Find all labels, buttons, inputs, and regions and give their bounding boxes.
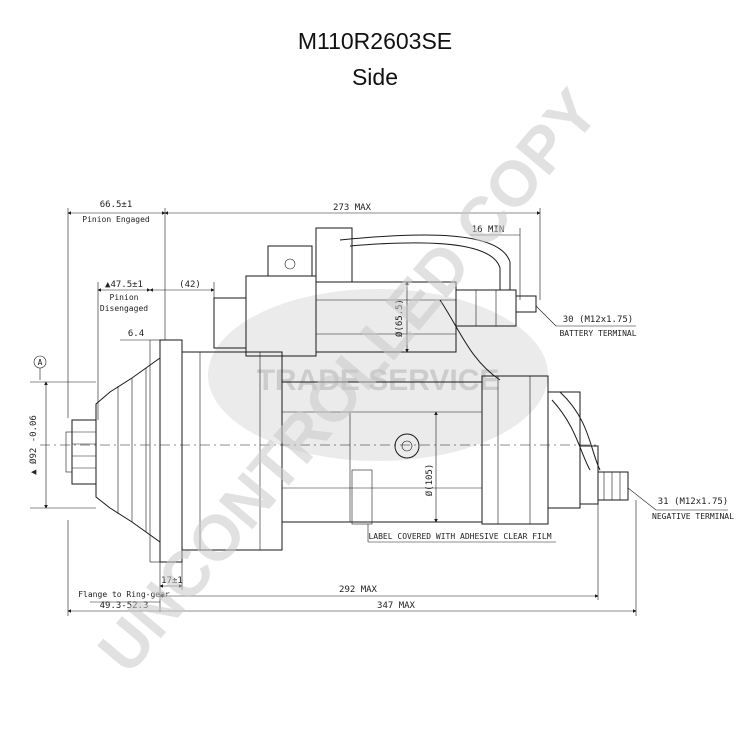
watermark-logo-text: TRADE SERVICE: [257, 364, 500, 397]
solenoid: [213, 227, 601, 471]
dimension-lines: [30, 208, 728, 616]
motor-body: [40, 339, 629, 563]
pinion-engaged-value: 66.5±1: [100, 200, 133, 210]
pinion-disengaged-label-2: Disengaged: [100, 304, 148, 313]
dia-65-5-label: Ø(65.5): [394, 299, 405, 337]
negative-terminal-label: NEGATIVE TERMINAL: [652, 512, 734, 521]
datum-a-label: A: [38, 358, 43, 367]
negative-terminal-value: 31 (M12x1.75): [658, 497, 728, 507]
max-292-label: 292 MAX: [339, 585, 378, 595]
dia-92-label: ▲ Ø92 -0.06: [28, 415, 39, 475]
ref-42-label: (42): [179, 280, 201, 290]
pinion-engaged-label: Pinion Engaged: [82, 215, 150, 224]
battery-terminal-value: 30 (M12x1.75): [563, 315, 633, 325]
pinion-disengaged-value: ▲47.5±1: [105, 280, 143, 290]
max-347-label: 347 MAX: [377, 601, 416, 611]
dim-17-label: 17±1: [161, 576, 183, 586]
flange-label: Flange to Ring-gear: [78, 590, 170, 599]
trade-service-watermark: TRADE SERVICE: [208, 289, 548, 461]
dim-6-4-label: 6.4: [128, 329, 144, 339]
pinion-disengaged-label-1: Pinion: [110, 293, 139, 302]
min-16-label: 16 MIN: [472, 225, 505, 235]
battery-terminal-label: BATTERY TERMINAL: [559, 329, 636, 338]
part-number-title: M110R2603SE: [297, 28, 453, 54]
dia-105-label: Ø(105): [424, 464, 435, 497]
label-film-note: LABEL COVERED WITH ADHESIVE CLEAR FILM: [368, 532, 551, 541]
max-273-label: 273 MAX: [333, 203, 372, 213]
flange-value: 49.3-52.3: [100, 601, 149, 611]
view-subtitle: Side: [351, 64, 399, 90]
